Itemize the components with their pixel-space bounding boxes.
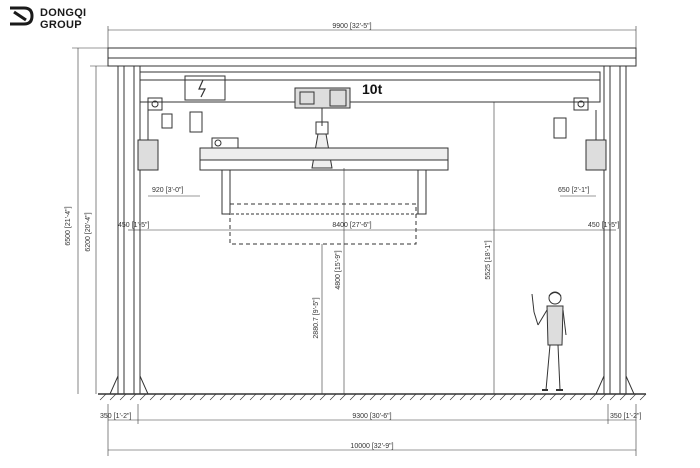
dim-hook-height: 5525 [18'-1"] — [485, 240, 492, 279]
dim-total-height: 6500 [21'-4"] — [65, 206, 72, 245]
dim-edge-right: 450 [1'-5"] — [588, 222, 620, 229]
dim-rail-span: 9300 [30'-6"] — [352, 413, 391, 420]
dim-foot-left: 350 [1'-2"] — [100, 413, 132, 420]
dim-top-span: 9900 [32'-5"] — [332, 23, 371, 30]
capacity-label: 10t — [362, 81, 383, 97]
brand-line1: DONGQI — [40, 7, 86, 19]
dim-overall-width: 10000 [32'-9"] — [350, 443, 393, 450]
brand-line2: GROUP — [40, 19, 82, 31]
dim-offset-right: 650 [2'-1"] — [558, 187, 590, 194]
dim-offset-left: 920 [3'-0"] — [152, 187, 184, 194]
dim-low-height: 2880.7 [9'-5"] — [313, 297, 320, 338]
spreader-beam — [199, 147, 449, 161]
dongqi-logo-icon — [10, 6, 34, 26]
electric-box — [184, 75, 226, 101]
dim-foot-right: 350 [1'-2"] — [610, 413, 642, 420]
hoist — [294, 87, 351, 109]
worker-figure — [531, 291, 567, 391]
dim-edge-left: 450 [1'-5"] — [118, 222, 150, 229]
load-outline — [229, 203, 417, 245]
dim-beam-height: 6200 [20'-4"] — [85, 212, 92, 251]
dim-hoist-travel: 8400 [27'-6"] — [332, 222, 371, 229]
main-girder — [107, 47, 637, 67]
dim-load-height: 4800 [15'-9"] — [335, 250, 342, 289]
